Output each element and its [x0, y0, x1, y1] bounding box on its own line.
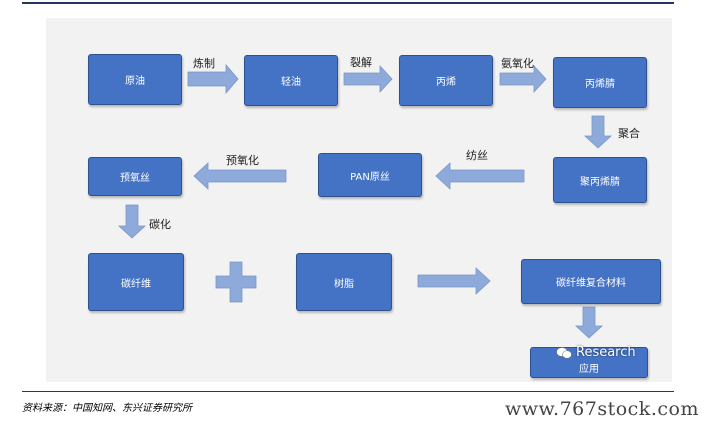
- bottom-rule: [22, 391, 674, 392]
- arrow-refine: [187, 63, 239, 95]
- node-composite: 碳纤维复合材料: [521, 259, 661, 304]
- node-pan-precursor: PAN原丝: [318, 153, 422, 197]
- arrow-crack: [343, 64, 393, 94]
- node-acrylonitrile: 丙烯腈: [553, 57, 647, 108]
- top-rule: [22, 2, 674, 4]
- edge-label-ammoxidation: 氨氧化: [501, 57, 534, 70]
- edge-label-crack: 裂解: [350, 56, 372, 69]
- arrow-to-composite: [417, 267, 491, 295]
- edge-label-spin: 纺丝: [466, 149, 488, 162]
- node-crude-oil: 原油: [88, 54, 182, 105]
- node-carbon-fiber: 碳纤维: [88, 253, 184, 311]
- arrow-to-application: [574, 306, 604, 339]
- wechat-icon: [556, 346, 572, 359]
- node-propylene: 丙烯: [399, 55, 493, 106]
- edge-label-preoxidize: 预氧化: [226, 154, 259, 167]
- arrow-spin: [435, 162, 525, 190]
- arrow-ammoxidation: [499, 64, 547, 94]
- watermark: Research: [556, 345, 636, 360]
- node-preoxidized-fiber: 预氧丝: [88, 157, 182, 196]
- edge-label-polymerize: 聚合: [618, 127, 640, 140]
- arrow-carbonize: [117, 204, 147, 239]
- arrow-preoxidize: [193, 162, 287, 190]
- source-note: 资料来源：中国知网、东兴证券研究所: [22, 403, 192, 414]
- watermark-text: Research: [576, 345, 636, 360]
- node-resin: 树脂: [296, 253, 392, 311]
- edge-label-refine: 炼制: [193, 57, 215, 70]
- site-url: www.767stock.com: [505, 398, 699, 420]
- plus-sign: [215, 261, 257, 303]
- node-application: 应用: [530, 347, 648, 378]
- node-polyacrylonitrile: 聚丙烯腈: [553, 157, 647, 203]
- arrow-polymerize: [583, 115, 613, 149]
- node-light-oil: 轻油: [244, 55, 338, 106]
- edge-label-carbonize: 碳化: [149, 218, 171, 231]
